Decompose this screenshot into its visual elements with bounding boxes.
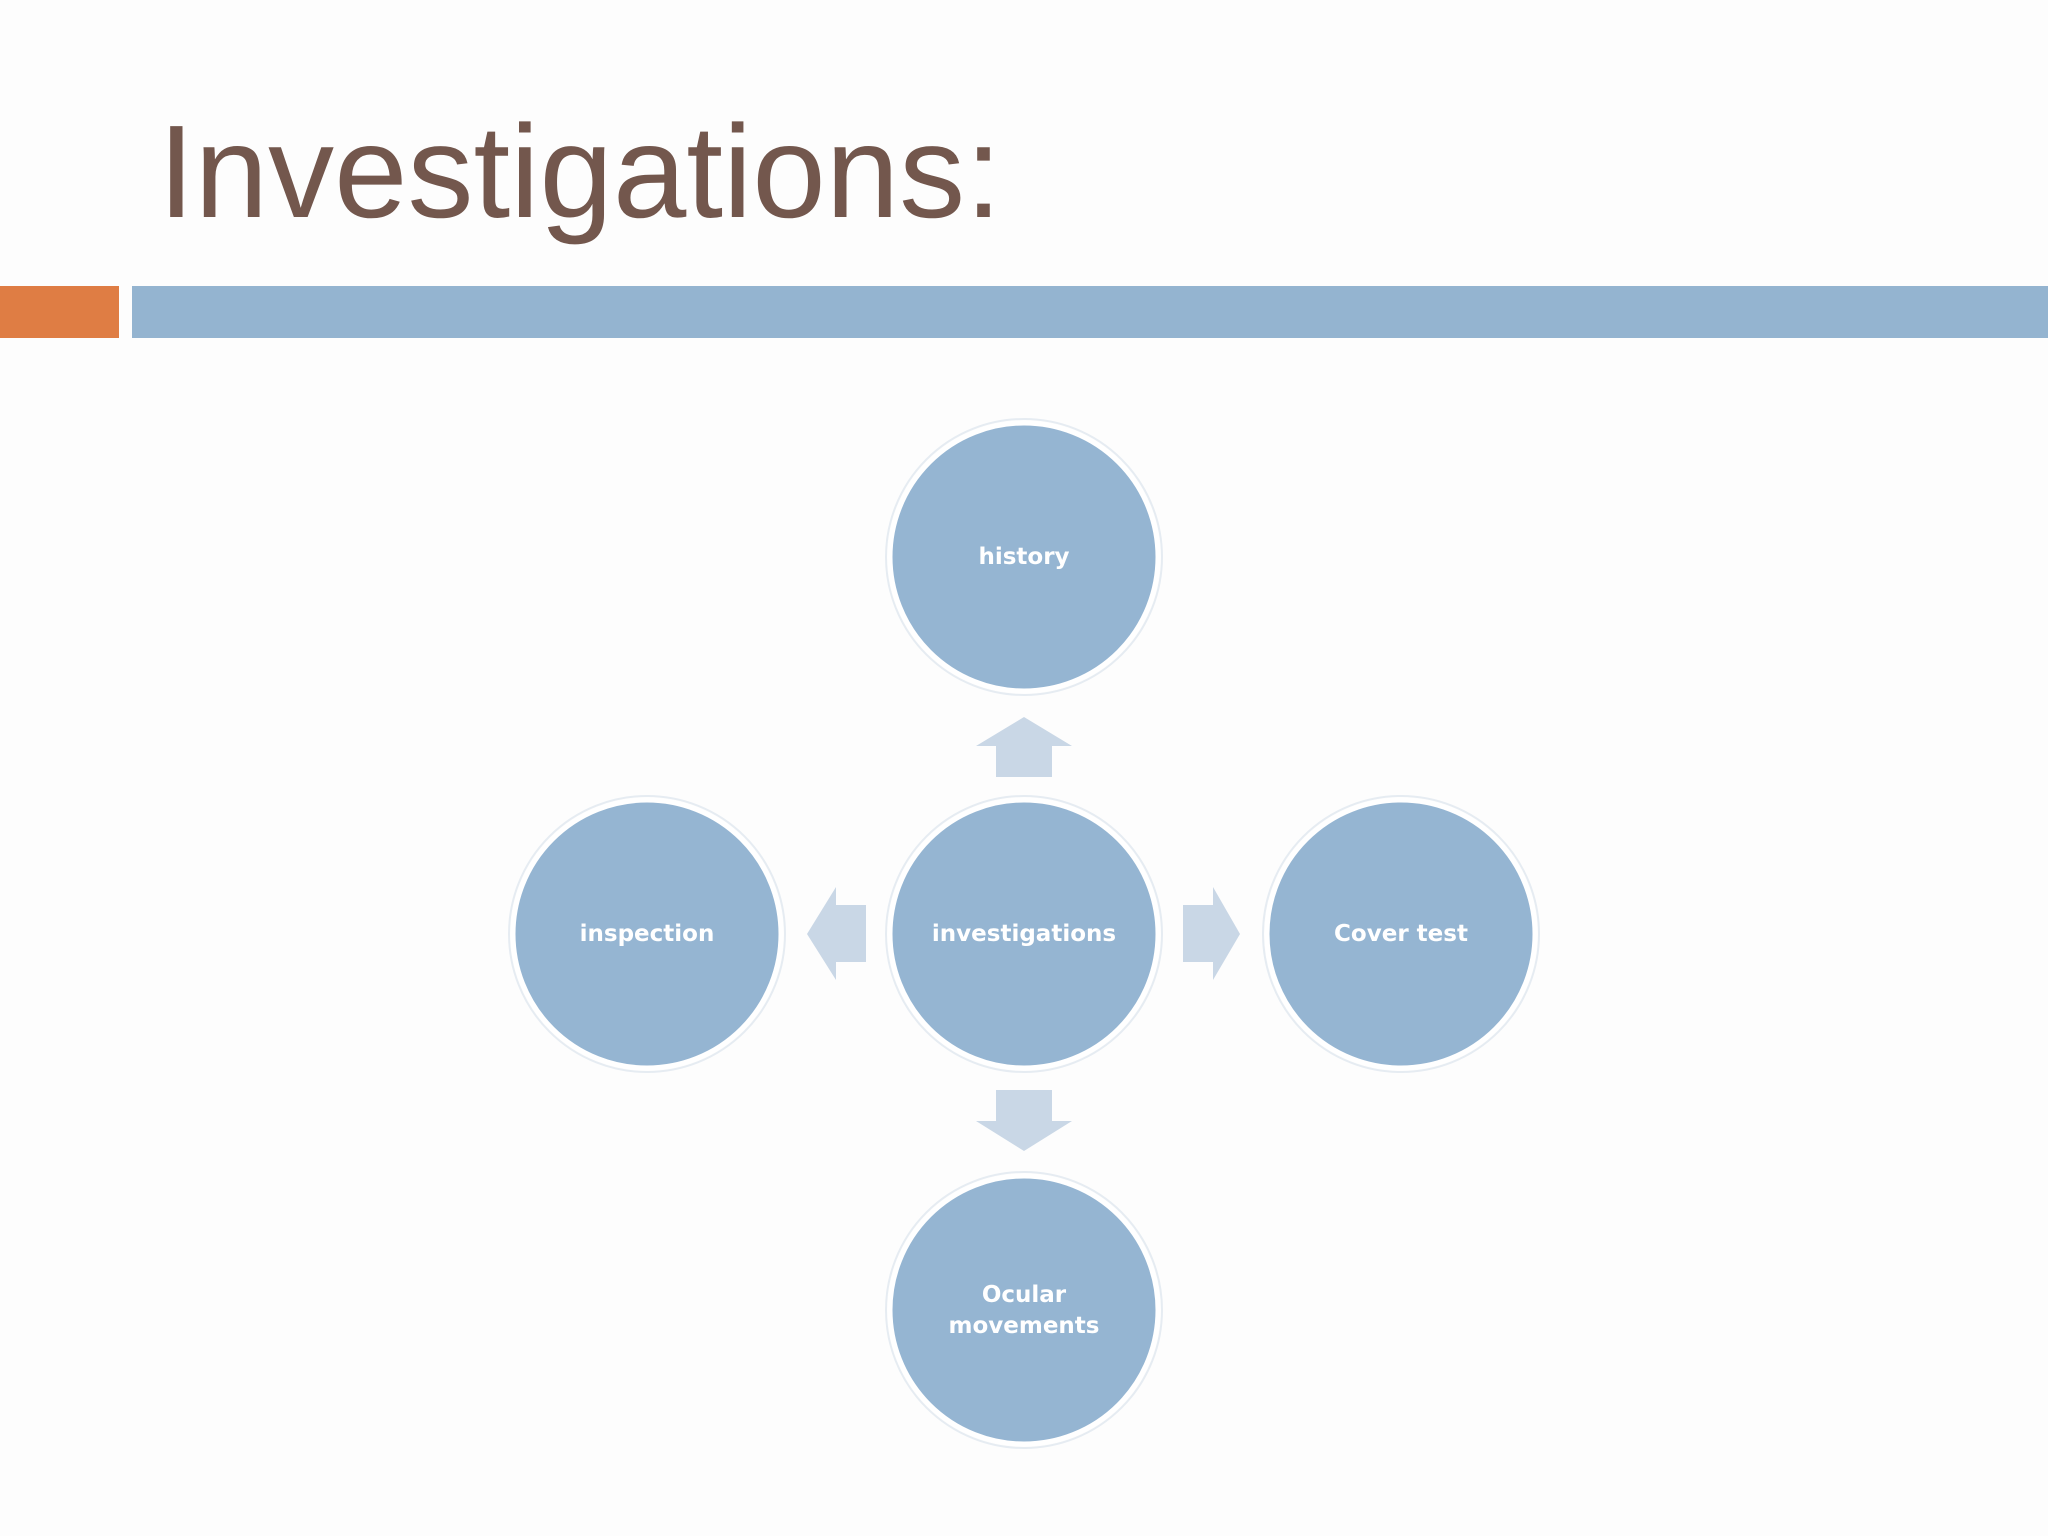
arrow-right-icon: [1183, 887, 1240, 980]
node-label-line-1: Ocular: [982, 1282, 1067, 1308]
node-history: history: [885, 418, 1163, 696]
node-halo: [508, 795, 786, 1073]
accent-bar-blue: [132, 286, 2048, 338]
arrow-left-icon: [807, 887, 866, 980]
node-cover-test: Cover test: [1262, 795, 1540, 1073]
accent-bar-orange: [0, 286, 119, 338]
node-circle: [1264, 797, 1538, 1071]
node-label: Cover test: [1334, 921, 1468, 947]
node-circle: [887, 420, 1161, 694]
node-ocular-movements: Ocular movements: [885, 1171, 1163, 1449]
node-halo: [885, 795, 1163, 1073]
node-label: history: [978, 544, 1069, 570]
node-label: inspection: [580, 921, 715, 947]
node-label: investigations: [932, 921, 1116, 947]
node-halo: [885, 1171, 1163, 1449]
node-inspection: inspection: [508, 795, 786, 1073]
node-investigations: investigations: [885, 795, 1163, 1073]
node-circle: [510, 797, 784, 1071]
node-circle: [887, 797, 1161, 1071]
node-circle: [887, 1173, 1161, 1447]
arrow-down-icon: [976, 1090, 1072, 1151]
node-label-line-2: movements: [949, 1313, 1100, 1339]
slide-title: Investigations:: [158, 98, 1002, 245]
arrow-up-icon: [976, 717, 1072, 777]
node-halo: [885, 418, 1163, 696]
node-halo: [1262, 795, 1540, 1073]
